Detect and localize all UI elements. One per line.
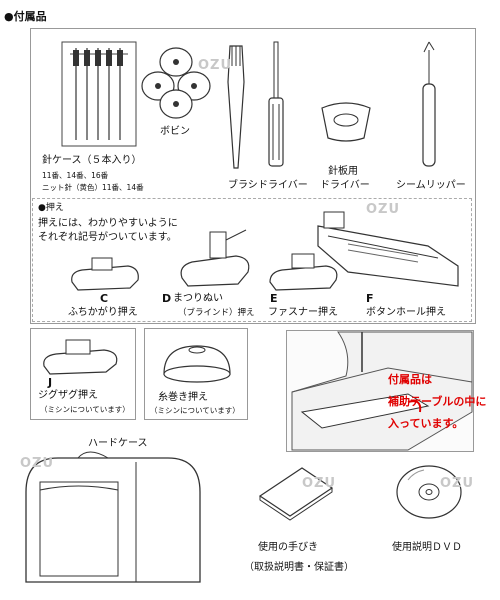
foot-j-icon <box>43 339 118 375</box>
machine-accessory-table-icon <box>291 331 473 451</box>
presser-foot-group <box>32 198 472 322</box>
spool-cap-icon <box>163 345 231 383</box>
foot-j-sub: （ミシンについています） <box>40 405 130 414</box>
brush-icon <box>227 45 245 169</box>
screwdriver-icon <box>268 41 284 167</box>
manual-label: 使用の手びき <box>258 542 318 553</box>
spool-cap-label: 糸巻き押え <box>158 392 208 403</box>
manual-icon <box>258 467 334 521</box>
zigzag-foot-box <box>30 328 136 420</box>
knit-needle-sizes: ニット針（黄色）11番、14番 <box>42 183 144 192</box>
seam-ripper-label: シームリッパー <box>396 180 466 191</box>
foot-e-icon <box>269 253 338 291</box>
bobbin-label: ボビン <box>160 126 190 137</box>
watermark: OZU <box>366 202 401 217</box>
needle-case-sizes: 11番、14番、16番 <box>42 171 109 180</box>
foot-c-letter: C <box>100 292 109 305</box>
foot-e-label: ファスナー押え <box>268 307 338 318</box>
spool-cap-box <box>144 328 248 420</box>
plate-screwdriver-icon <box>321 102 371 142</box>
presser-desc-2: それぞれ記号がついています。 <box>38 232 177 243</box>
bobbin-icon <box>141 47 211 119</box>
watermark: OZU <box>440 476 475 491</box>
callout-line-1: 付属品は <box>388 373 432 386</box>
spool-cap-sub: （ミシンについています） <box>150 406 240 415</box>
foot-e-letter: E <box>270 292 278 305</box>
plate-driver-label-1: 針板用 <box>328 166 358 177</box>
foot-f-letter: F <box>366 292 374 305</box>
foot-c-icon <box>71 257 139 291</box>
foot-d-sub: （ブラインド）押え <box>178 308 255 318</box>
foot-j-letter: J <box>48 376 53 389</box>
foot-j-label: ジグザグ押え <box>38 390 98 401</box>
foot-c-label: ふちかがり押え <box>68 307 138 318</box>
watermark: OZU <box>198 58 233 73</box>
plate-driver-label-2: ドライバー <box>320 180 370 191</box>
watermark: OZU <box>20 456 55 471</box>
presser-heading: ●押え <box>38 203 64 213</box>
foot-f-icon <box>317 211 459 287</box>
section-title: ●付属品 <box>4 10 47 23</box>
needle-case-icon <box>61 41 137 147</box>
manual-sub: （取扱説明書・保証書） <box>244 562 354 573</box>
presser-desc-1: 押えには、わかりやすいように <box>38 218 178 229</box>
callout-line-2: 補助テーブルの中に <box>388 395 487 408</box>
callout-line-3: 入っています。 <box>388 417 464 430</box>
watermark: OZU <box>302 476 337 491</box>
brush-label: ブラシ <box>228 180 258 191</box>
foot-d-label: まつりぬい <box>173 293 223 304</box>
dvd-label: 使用説明ＤＶＤ <box>392 542 462 553</box>
foot-d-letter: D <box>162 292 172 305</box>
hard-case-label: ハードケース <box>88 438 148 449</box>
seam-ripper-icon <box>422 41 436 167</box>
dvd-icon <box>396 465 462 519</box>
foot-d-icon <box>180 229 250 287</box>
accessories-frame <box>30 28 476 324</box>
screwdriver-label: ドライバー <box>258 180 308 191</box>
needle-case-label: 針ケース（５本入り） <box>42 155 142 166</box>
hard-case-icon <box>25 451 201 583</box>
foot-f-label: ボタンホール押え <box>366 307 446 318</box>
